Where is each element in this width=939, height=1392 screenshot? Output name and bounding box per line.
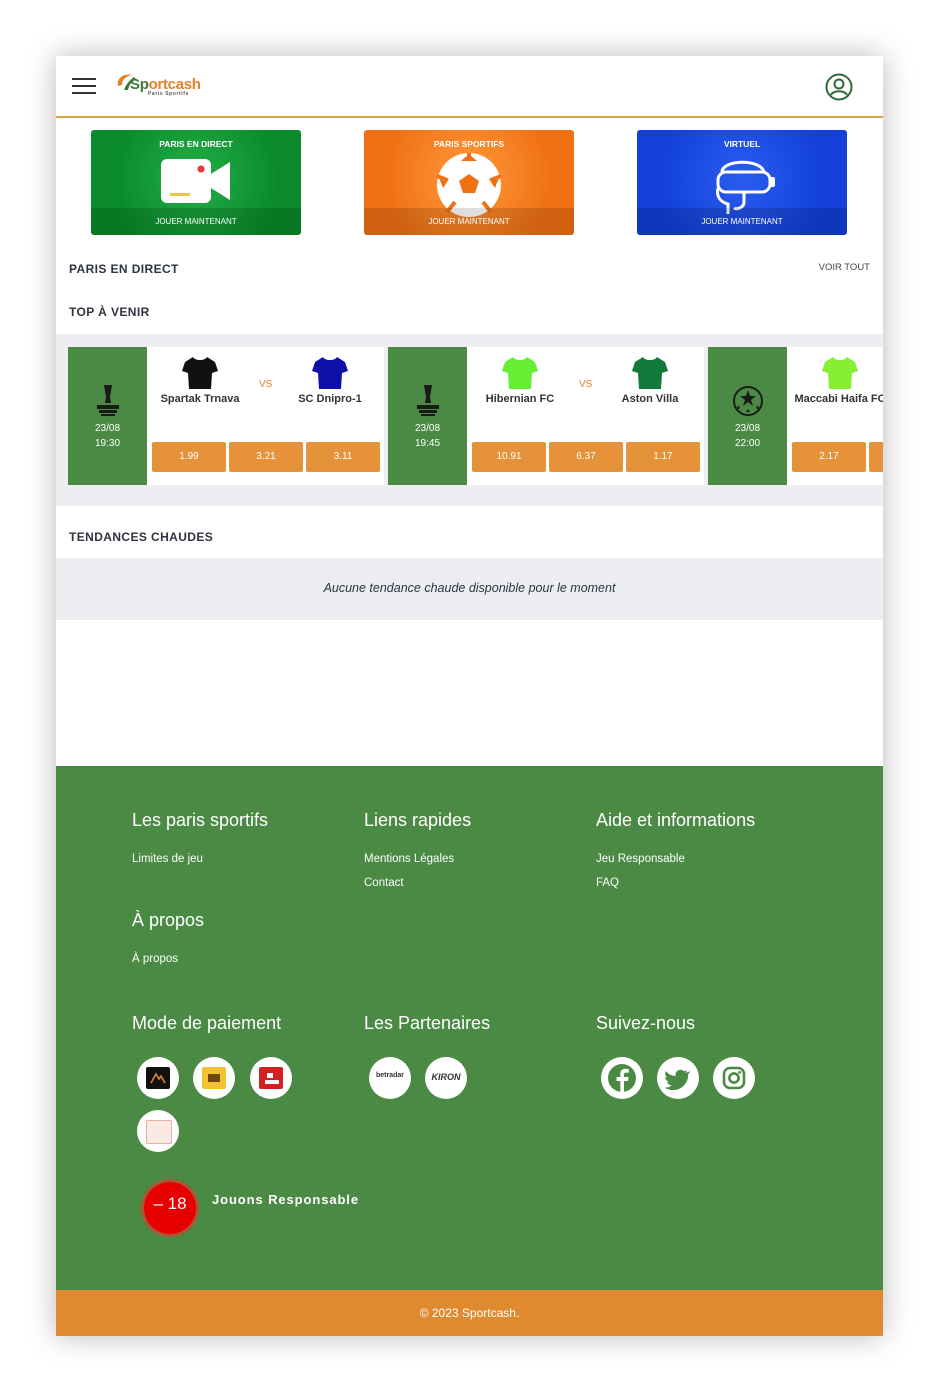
logo-subtitle: Paris Sportifs	[148, 91, 189, 97]
match-card[interactable]: 23/08 22:00 Maccabi Haifa FC 2.17	[708, 347, 883, 485]
europa-conference-league-icon	[97, 385, 119, 416]
card-icon	[265, 1073, 279, 1084]
footer-heading-about: À propos	[132, 910, 205, 930]
footer-heading-quick-links: Liens rapides	[364, 810, 472, 830]
team-name: Maccabi Haifa FC	[794, 393, 883, 405]
europa-conference-league-icon	[417, 385, 439, 416]
team-name: Aston Villa	[621, 393, 679, 405]
versus-label: VS	[259, 379, 273, 390]
odd-button-away[interactable]: 1.17	[626, 442, 700, 472]
versus-label: VS	[579, 379, 593, 390]
match-date-panel: 23/08 19:30	[68, 347, 147, 485]
odd-button-draw[interactable]: 3.21	[229, 442, 303, 472]
odd-button-draw[interactable]	[869, 442, 883, 472]
trends-empty-state: Aucune tendance chaude disponible pour l…	[56, 558, 883, 620]
footer-link-contact[interactable]: Contact	[364, 877, 404, 889]
home-team: Hibernian FC	[465, 355, 575, 407]
footer-heading-sports: Les paris sportifs	[132, 810, 269, 830]
match-date: 23/08	[414, 423, 441, 434]
odd-button-home[interactable]: 10.91	[472, 442, 546, 472]
odd-button-home[interactable]: 2.17	[792, 442, 866, 472]
category-virtual[interactable]: VIRTUEL JOUER MAINTENANT	[637, 130, 847, 235]
match-time: 19:30	[94, 438, 121, 449]
away-team: Aston Villa	[595, 355, 705, 407]
payment-logo-4[interactable]	[137, 1110, 179, 1152]
category-sports-betting[interactable]: PARIS SPORTIFS JOUER MAINTENANT	[364, 130, 574, 235]
responsible-gaming-text: Jouons Responsable	[212, 1192, 359, 1207]
footer-heading-social: Suivez-nous	[596, 1013, 696, 1033]
payment-logo-2[interactable]	[193, 1057, 235, 1099]
copyright-text: © 2023 Sportcash.	[419, 1306, 520, 1320]
live-section-title: PARIS EN DIRECT	[69, 262, 179, 276]
jersey-icon	[502, 357, 538, 389]
vr-headset-icon	[716, 160, 775, 214]
match-date-panel: 23/08 22:00	[708, 347, 787, 485]
site-footer: Les paris sportifs Limites de jeu Liens …	[56, 766, 883, 1290]
trends-empty-message: Aucune tendance chaude disponible pour l…	[323, 581, 616, 595]
copyright-bar: © 2023 Sportcash.	[56, 1290, 883, 1336]
match-date: 23/08	[734, 423, 761, 434]
video-camera-icon	[161, 159, 230, 203]
soccer-ball-icon	[436, 153, 502, 217]
payment-mark-icon	[150, 1072, 166, 1084]
category-cta: JOUER MAINTENANT	[91, 208, 301, 235]
jersey-icon	[182, 357, 218, 389]
footer-link-about[interactable]: À propos	[132, 953, 179, 965]
user-account-icon[interactable]	[825, 73, 853, 101]
payment-logo-1[interactable]	[137, 1057, 179, 1099]
upcoming-section-title: TOP À VENIR	[69, 305, 150, 319]
partner-logo-kiron[interactable]: KIRON	[425, 1057, 467, 1099]
footer-link-faq[interactable]: FAQ	[596, 877, 620, 889]
age-restriction-badge: – 18	[144, 1182, 196, 1234]
team-name: SC Dnipro-1	[298, 393, 362, 405]
champions-league-icon	[733, 386, 763, 416]
upcoming-matches-carousel[interactable]: 23/08 19:30 Spartak Trnava VS SC Dnipro-…	[56, 334, 883, 506]
match-card[interactable]: 23/08 19:30 Spartak Trnava VS SC Dnipro-…	[68, 347, 384, 485]
odd-button-draw[interactable]: 6.37	[549, 442, 623, 472]
category-cta: JOUER MAINTENANT	[637, 208, 847, 235]
footer-link-limits[interactable]: Limites de jeu	[132, 853, 203, 865]
match-time: 19:45	[414, 438, 441, 449]
odd-button-home[interactable]: 1.99	[152, 442, 226, 472]
jersey-icon	[822, 357, 858, 389]
twitter-icon[interactable]	[657, 1057, 699, 1099]
footer-link-responsible-gaming[interactable]: Jeu Responsable	[596, 853, 685, 865]
footer-heading-help: Aide et informations	[596, 810, 756, 830]
partner-name: KIRON	[431, 1072, 461, 1082]
instagram-icon[interactable]	[713, 1057, 755, 1099]
sportcash-logo[interactable]: Sportcash Paris Sportifs	[114, 70, 210, 100]
payment-logo-3[interactable]	[250, 1057, 292, 1099]
match-card[interactable]: 23/08 19:45 Hibernian FC VS Aston Villa …	[388, 347, 704, 485]
away-team: SC Dnipro-1	[275, 355, 385, 407]
trends-section-title: TENDANCES CHAUDES	[69, 530, 214, 544]
logo-text-primary: Sp	[130, 76, 149, 93]
odd-button-away[interactable]: 3.11	[306, 442, 380, 472]
match-date-panel: 23/08 19:45	[388, 347, 467, 485]
footer-heading-payment: Mode de paiement	[132, 1013, 282, 1033]
footer-link-legal[interactable]: Mentions Légales	[364, 853, 455, 865]
app-frame: Sportcash Paris Sportifs PARIS EN DIRECT…	[56, 56, 883, 1336]
team-name: Spartak Trnava	[160, 393, 240, 405]
jersey-icon	[632, 357, 668, 389]
top-bar: Sportcash Paris Sportifs	[56, 56, 883, 118]
category-title: PARIS SPORTIFS	[433, 139, 505, 149]
home-team: Spartak Trnava	[145, 355, 255, 407]
facebook-icon[interactable]	[601, 1057, 643, 1099]
card-icon	[208, 1074, 220, 1082]
category-cta: JOUER MAINTENANT	[364, 208, 574, 235]
jersey-icon	[312, 357, 348, 389]
see-all-link[interactable]: VOIR TOUT	[818, 262, 870, 273]
team-name: Hibernian FC	[485, 393, 555, 405]
category-title: VIRTUEL	[723, 139, 761, 149]
footer-heading-partners: Les Partenaires	[364, 1013, 491, 1033]
match-date: 23/08	[94, 423, 121, 434]
partner-name: betradar	[375, 1072, 404, 1079]
category-title: PARIS EN DIRECT	[159, 139, 233, 149]
partner-logo-betradar[interactable]: betradar	[369, 1057, 411, 1099]
home-team: Maccabi Haifa FC	[785, 355, 883, 407]
menu-icon[interactable]	[72, 77, 96, 95]
category-live-betting[interactable]: PARIS EN DIRECT JOUER MAINTENANT	[91, 130, 301, 235]
logo-text-secondary: ortcash	[148, 76, 201, 93]
match-time: 22:00	[734, 438, 761, 449]
